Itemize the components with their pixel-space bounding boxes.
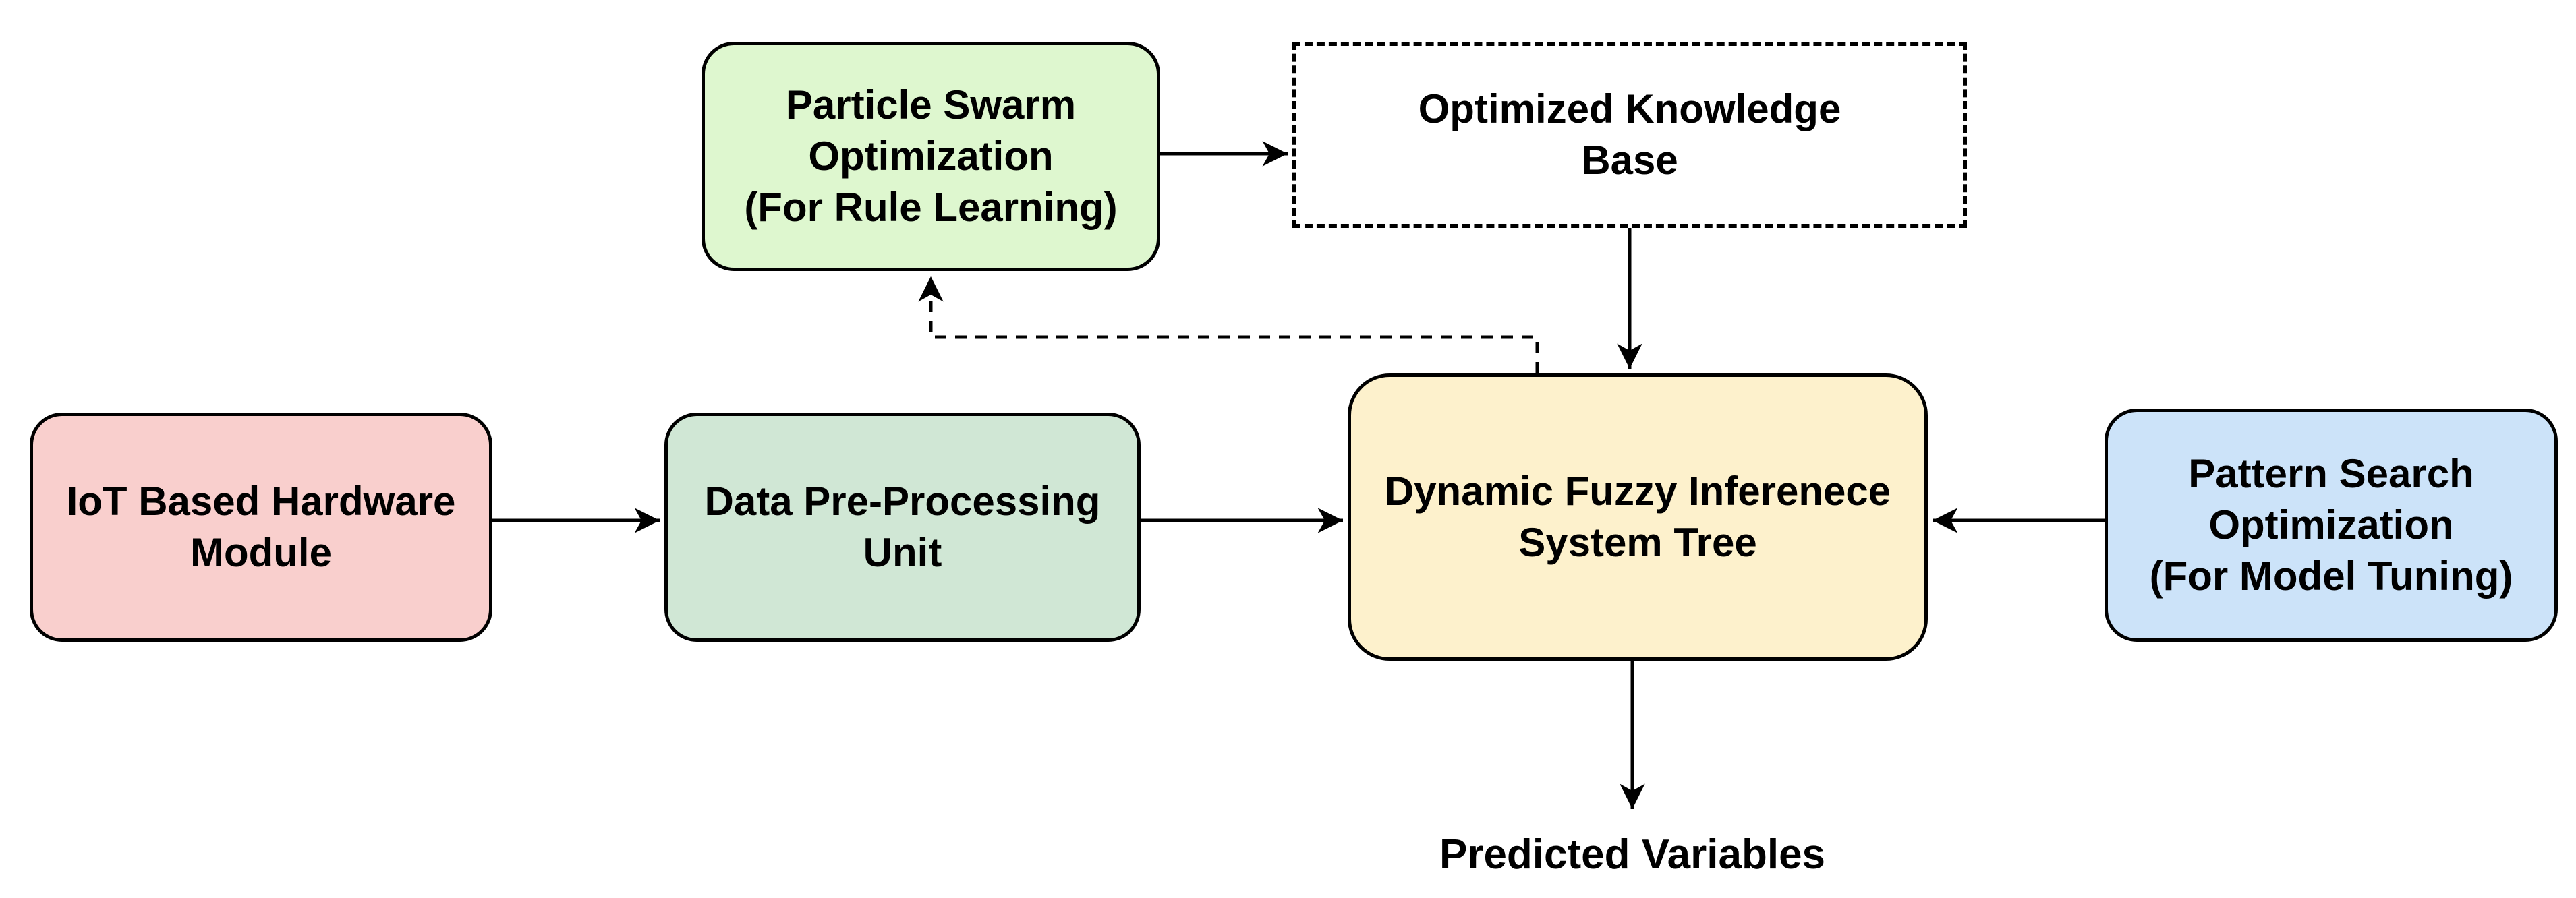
- optimized-knowledge-base-label: Optimized Knowledge Base: [1418, 86, 1841, 183]
- predicted-variables-label: Predicted Variables: [1439, 831, 1826, 878]
- dynamic-fuzzy-inference-system-tree-label: Dynamic Fuzzy Inferenece System Tree: [1384, 468, 1891, 565]
- edge-fuzzy-tree-to-particle-swarm-feedback: [918, 276, 1539, 373]
- node-pattern-search-optimization: Pattern Search Optimization (For Model T…: [2105, 409, 2558, 642]
- data-preprocessing-unit-label: Data Pre-Processing Unit: [704, 478, 1101, 575]
- node-optimized-knowledge-base: Optimized Knowledge Base: [1292, 42, 1967, 228]
- node-data-preprocessing-unit: Data Pre-Processing Unit: [664, 413, 1141, 642]
- iot-hardware-module-label: IoT Based Hardware Module: [66, 478, 456, 575]
- node-dynamic-fuzzy-inference-system-tree: Dynamic Fuzzy Inferenece System Tree: [1348, 373, 1928, 661]
- particle-swarm-label: Particle Swarm Optimization (For Rule Le…: [744, 82, 1118, 231]
- node-particle-swarm: Particle Swarm Optimization (For Rule Le…: [702, 42, 1160, 271]
- node-iot-hardware-module: IoT Based Hardware Module: [30, 413, 492, 642]
- pattern-search-optimization-label: Pattern Search Optimization (For Model T…: [2149, 450, 2513, 599]
